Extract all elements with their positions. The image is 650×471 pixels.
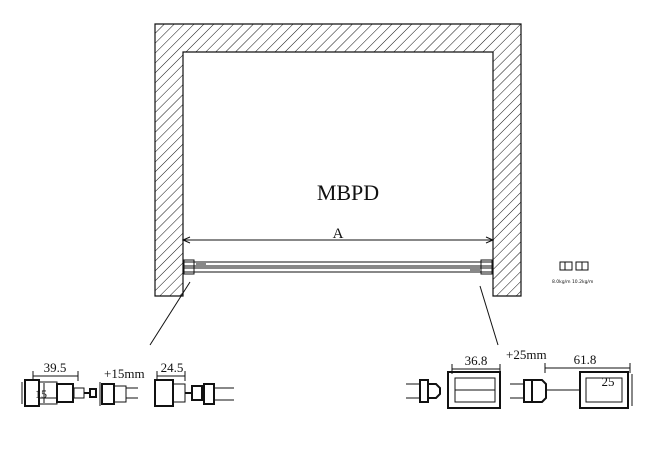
profile-cross-section-icon: [559, 261, 589, 271]
right-adjust-label: +25mm: [506, 347, 547, 362]
door-rail: [182, 259, 494, 275]
detail-leaders: [149, 281, 499, 346]
right-width-dim: 61.8: [574, 352, 597, 367]
width-dimension: [181, 236, 495, 244]
left-profile-detail: [21, 371, 234, 407]
left-closed-dim: 24.5: [161, 360, 184, 375]
legend-note: 8.0kg/m 10.2kg/m: [552, 279, 593, 285]
right-height-dim: 25: [602, 374, 615, 389]
wall-frame: [154, 23, 522, 297]
width-label: A: [333, 226, 344, 242]
right-open-dim: 36.8: [465, 353, 488, 368]
left-width-dim: 39.5: [44, 360, 67, 375]
left-adjust-label: +15mm: [104, 366, 145, 381]
left-height-dim: 15: [35, 387, 47, 401]
right-profile-detail: [406, 363, 633, 409]
product-title: MBPD: [317, 180, 379, 205]
